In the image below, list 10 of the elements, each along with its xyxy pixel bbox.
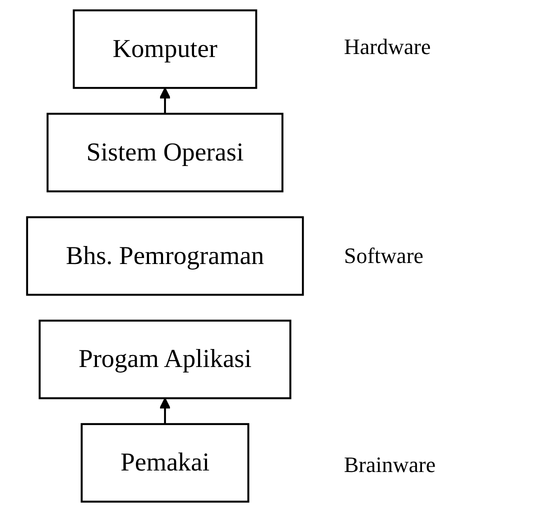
process-box: Pemakai — [80, 423, 250, 503]
arrow — [159, 398, 171, 424]
category-label: Brainware — [343, 451, 437, 479]
process-box: Progam Aplikasi — [38, 320, 292, 400]
process-box: Komputer — [72, 9, 258, 89]
process-box: Bhs. Pemrograman — [26, 216, 304, 296]
category-label: Software — [343, 242, 424, 270]
process-box: Sistem Operasi — [46, 112, 284, 192]
arrow — [159, 87, 171, 114]
category-label: Hardware — [343, 33, 432, 61]
